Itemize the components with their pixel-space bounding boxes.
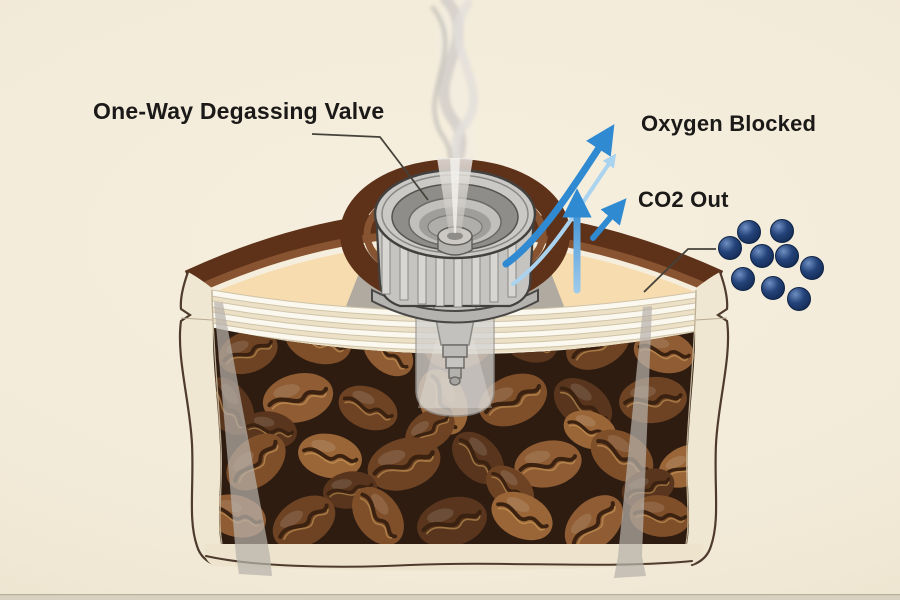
valve-center-nub	[437, 226, 473, 256]
co2-molecule-dot	[770, 219, 794, 243]
co2-molecule-dot	[775, 244, 799, 268]
floor-line	[0, 594, 900, 600]
co2-molecule-dot	[737, 220, 761, 244]
label-degassing-valve: One-Way Degassing Valve	[93, 98, 385, 124]
label-co2-out: CO2 Out	[638, 187, 729, 212]
co2-molecule-dot	[800, 256, 824, 280]
oxygen-arrow-light	[511, 153, 617, 286]
leader-line-valve	[311, 133, 429, 201]
oxygen-arrow	[502, 124, 615, 268]
co2-molecule-dot	[731, 267, 755, 291]
valve-nozzle	[442, 344, 468, 386]
coffee-beans	[205, 326, 705, 546]
co2-molecule-cluster	[718, 219, 824, 311]
bag-left-gusset	[178, 270, 224, 567]
label-oxygen-blocked: Oxygen Blocked	[641, 111, 817, 136]
gas-arrows	[502, 124, 627, 294]
bag-film-strip-left	[214, 302, 272, 576]
co2-molecule-dot	[750, 244, 774, 268]
bag-film-strip-right	[614, 306, 652, 578]
bag-right-gusset	[684, 270, 730, 567]
co2-molecule-dot	[718, 236, 742, 260]
co2-molecule-dot	[761, 276, 785, 300]
degassing-valve	[371, 158, 539, 417]
co2-arrow-diagonal	[590, 198, 627, 241]
steam-cone	[437, 158, 473, 233]
leader-line-molecules	[643, 248, 716, 293]
co2-molecule-dot	[787, 287, 811, 311]
